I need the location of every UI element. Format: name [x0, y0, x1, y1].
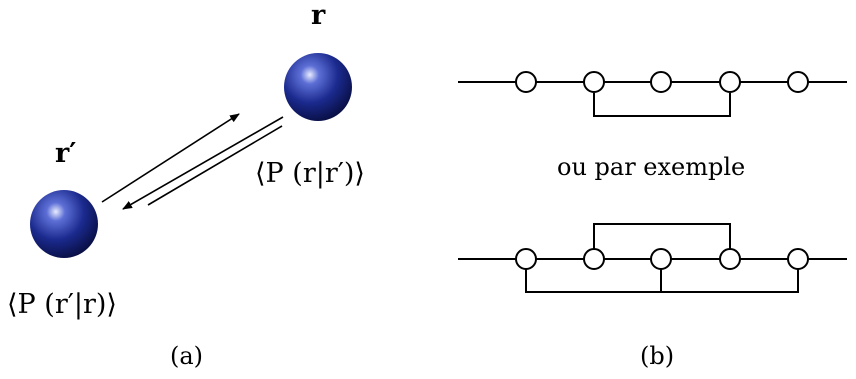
caption-b: (b): [640, 344, 674, 368]
chain-diagram-bottom: [458, 224, 847, 292]
label-prob-r-prime-given-r: ⟨P (r′|r)⟩: [7, 291, 117, 318]
label-prob-r-given-r-prime: ⟨P (r|r′)⟩: [255, 160, 365, 187]
arrow-to-r: [102, 114, 239, 202]
sphere-r: [284, 53, 352, 121]
label-r: r: [311, 2, 325, 29]
caption-a: (a): [170, 344, 203, 368]
separator-text: ou par exemple: [557, 155, 745, 179]
label-r-prime: r′: [55, 140, 76, 167]
sphere-r-prime: [30, 190, 98, 258]
chain-diagram-top: [458, 72, 847, 116]
